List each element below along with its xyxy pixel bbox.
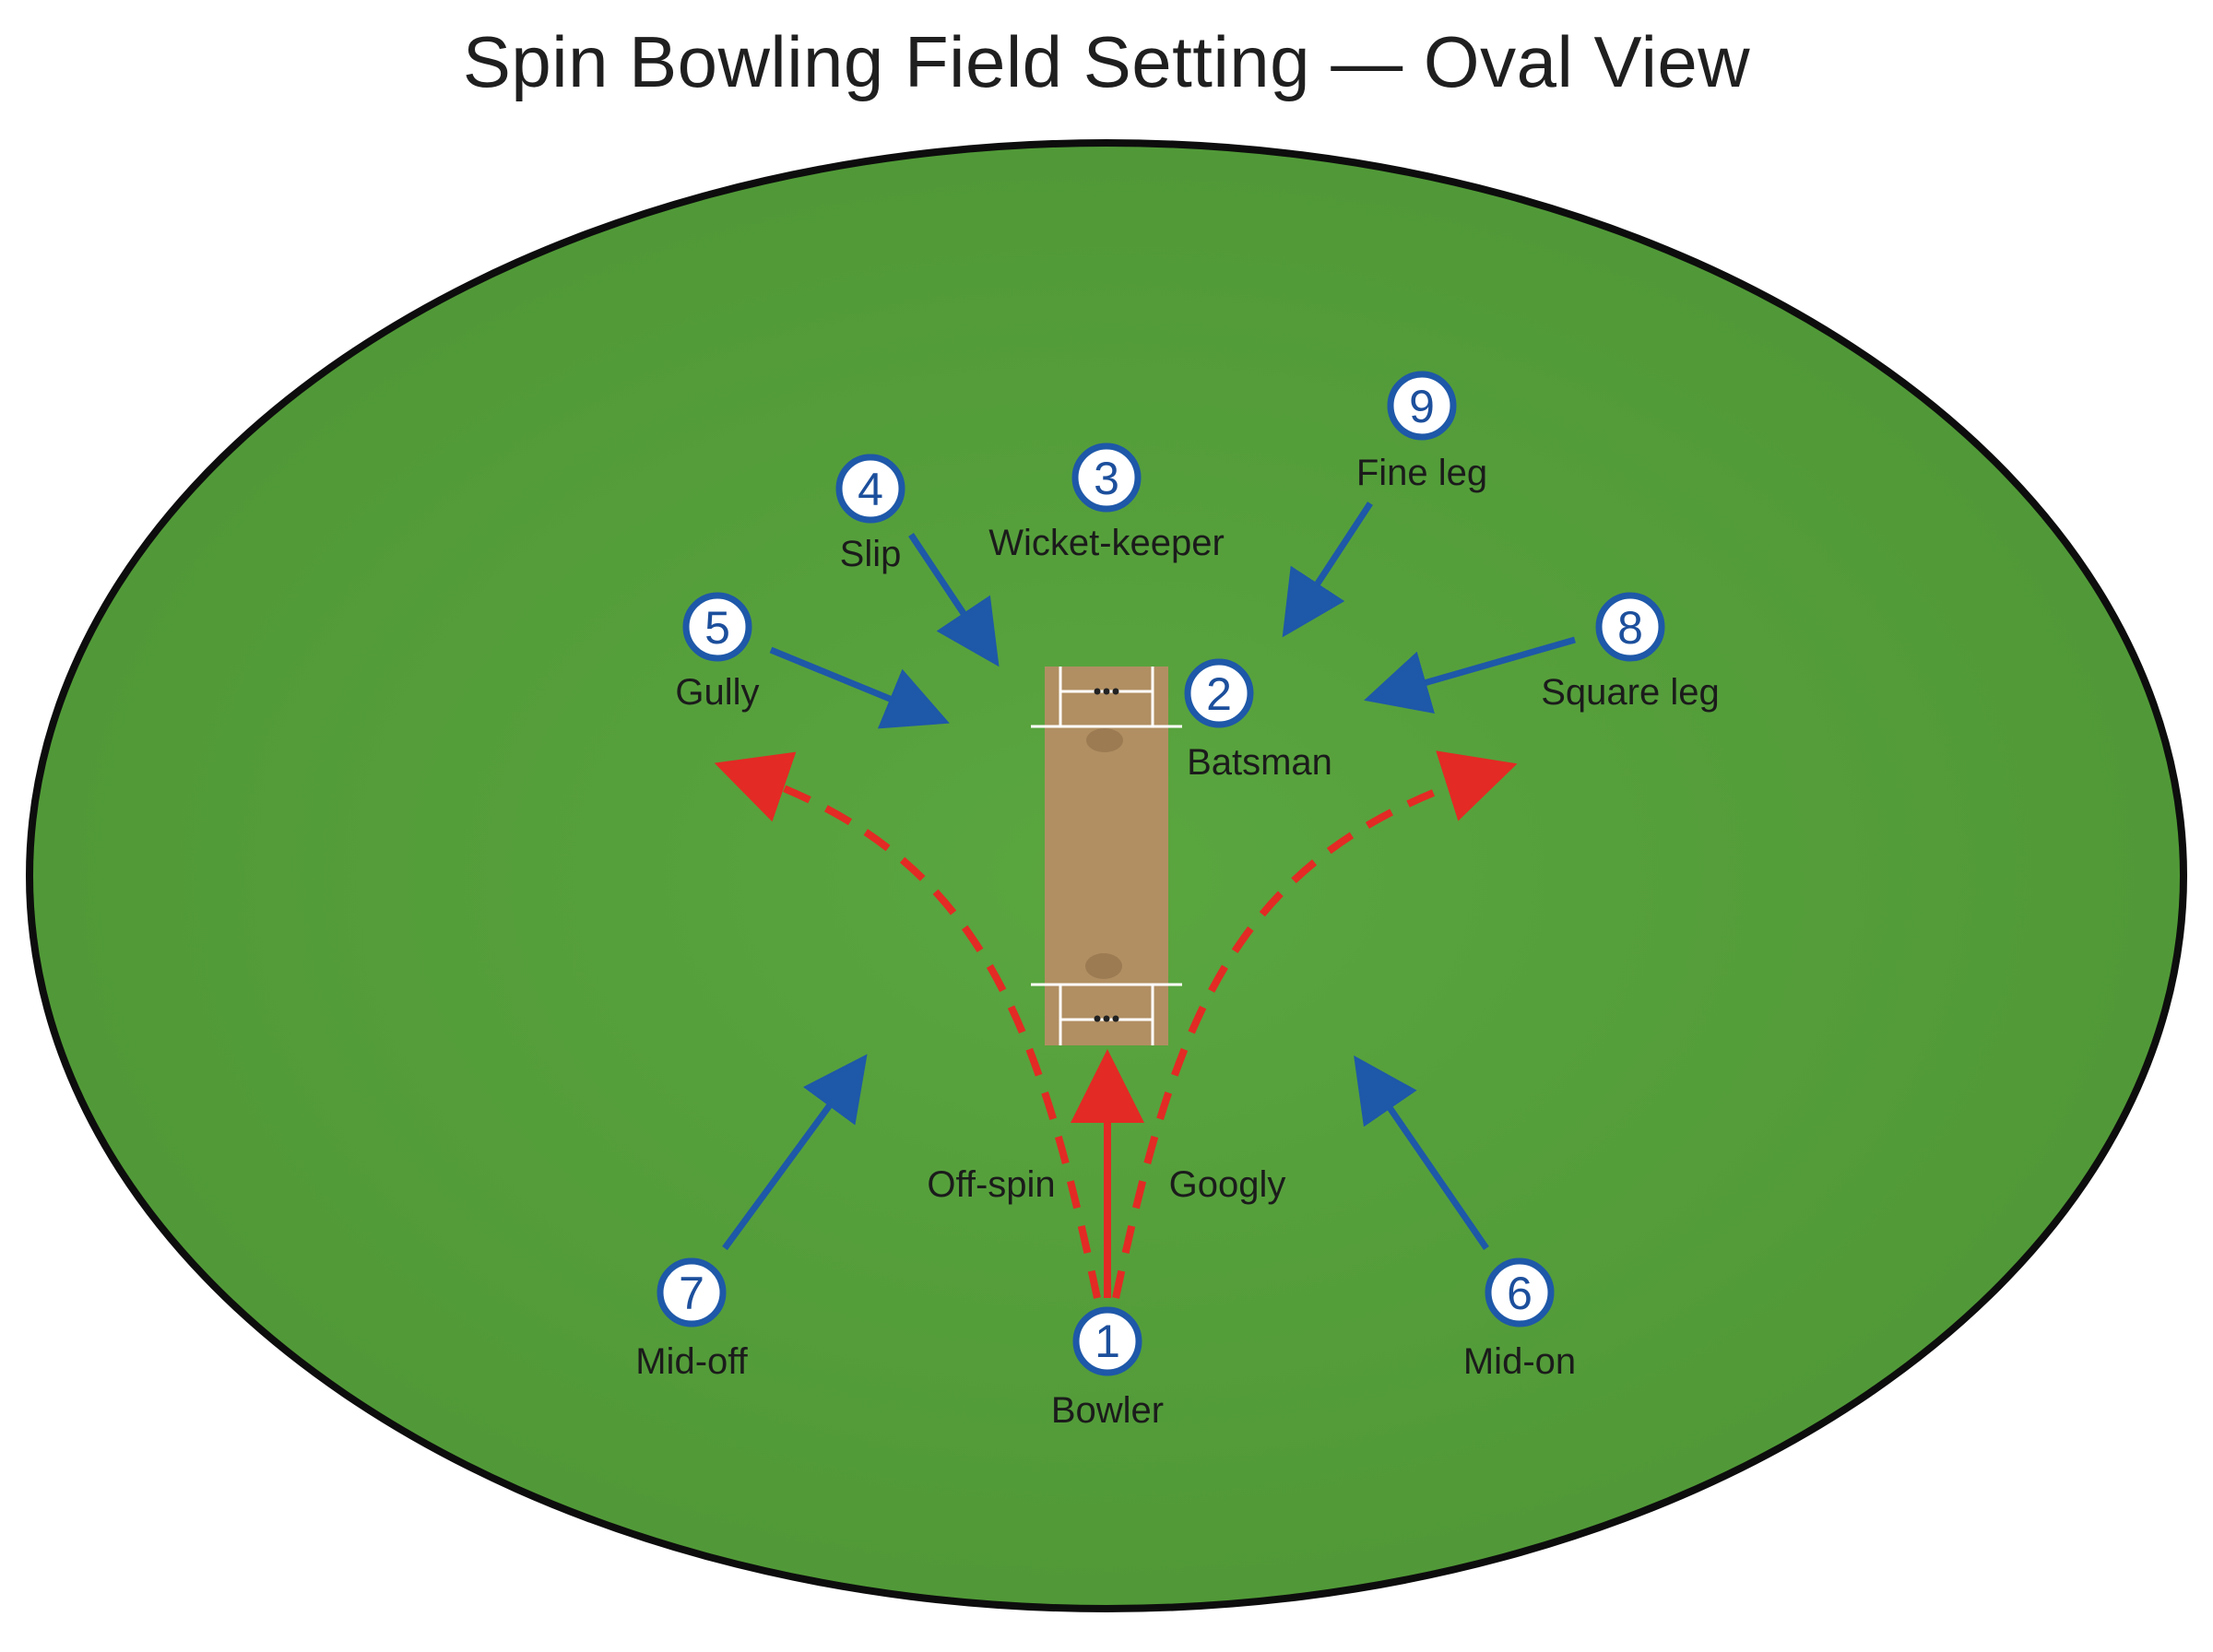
pitch	[1031, 667, 1182, 1045]
fielder-label: Mid-on	[1463, 1341, 1576, 1382]
fielder-marker	[657, 1257, 727, 1328]
delivery-label-googly: Googly	[1169, 1164, 1286, 1205]
fielder-arrows	[722, 502, 1576, 1251]
fielder-marker	[1184, 658, 1254, 728]
fielder-marker	[1071, 442, 1142, 513]
googly-path	[1112, 750, 1518, 1299]
fielder-wicket-keeper: 3 Wicket-keeper	[988, 442, 1225, 563]
fielder-number: 7	[679, 1268, 704, 1319]
fielder-number: 4	[858, 464, 883, 515]
pitch-strip	[1045, 667, 1168, 1045]
fielder-marker	[682, 592, 752, 662]
fielder-number: 3	[1094, 453, 1119, 504]
fielder-marker	[1387, 371, 1457, 441]
fielder-fine-leg: 9 Fine leg	[1356, 371, 1487, 493]
fielder-number: 1	[1095, 1316, 1120, 1367]
fielder-label: Batsman	[1187, 742, 1332, 783]
stump	[1112, 688, 1119, 695]
diagram-title: Spin Bowling Field Setting — Oval View	[462, 21, 1751, 102]
arrow-fine-leg	[1282, 502, 1373, 638]
fielder-marker	[1072, 1306, 1142, 1376]
fielder-marker	[1485, 1257, 1555, 1328]
stump	[1103, 688, 1110, 695]
pitch-wear-top	[1086, 728, 1123, 752]
fielder-number: 8	[1617, 602, 1643, 654]
fielder-label: Mid-off	[635, 1341, 748, 1382]
fielder-batsman: 2 Batsman	[1184, 658, 1332, 783]
fielder-number: 9	[1409, 381, 1435, 432]
arrow-mid-off	[722, 1054, 868, 1251]
fielder-label: Bowler	[1051, 1390, 1164, 1431]
arrow-gully	[769, 646, 950, 729]
fielder-label: Fine leg	[1356, 453, 1487, 493]
stump	[1094, 1015, 1101, 1022]
fielder-number: 2	[1206, 668, 1232, 720]
fielder-gully: 5 Gully	[675, 592, 760, 713]
delivery-paths	[714, 750, 1518, 1299]
fielder-label: Square leg	[1541, 672, 1719, 713]
stump	[1094, 688, 1101, 695]
fielder-number: 6	[1507, 1268, 1533, 1319]
fielder-bowler: 1 Bowler	[1051, 1306, 1164, 1431]
fielder-slip: 4 Slip	[835, 454, 905, 574]
fielder-marker	[835, 454, 905, 524]
fielder-mid-off: 7 Mid-off	[635, 1257, 749, 1382]
off-spin-path	[714, 751, 1101, 1299]
fielder-number: 5	[704, 602, 730, 654]
stump	[1112, 1015, 1119, 1022]
arrow-slip	[908, 533, 1000, 667]
delivery-label-off-spin: Off-spin	[927, 1164, 1055, 1205]
fielder-square-leg: 8 Square leg	[1541, 592, 1720, 713]
fielder-label: Gully	[675, 672, 759, 713]
fielder-label: Slip	[840, 534, 902, 574]
arrow-square-leg	[1364, 636, 1576, 714]
pitch-wear-bottom	[1085, 953, 1122, 979]
fielder-marker	[1595, 592, 1665, 662]
fielder-label: Wicket-keeper	[988, 523, 1225, 563]
stump	[1103, 1015, 1110, 1022]
fielder-mid-on: 6 Mid-on	[1463, 1257, 1576, 1382]
arrow-mid-on	[1354, 1055, 1489, 1250]
